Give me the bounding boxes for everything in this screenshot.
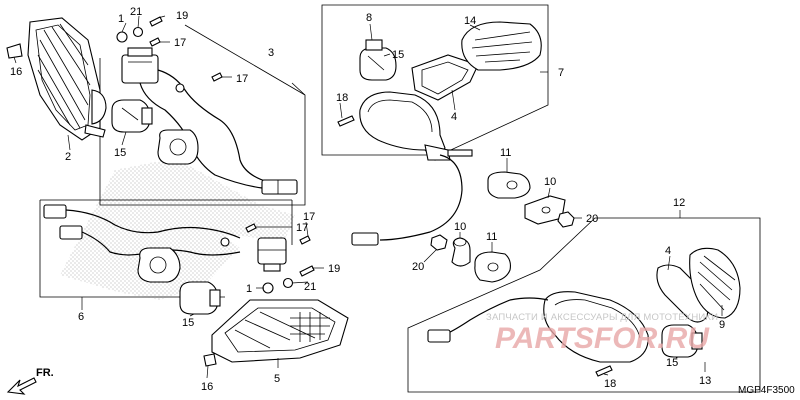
mount-rubber-lower xyxy=(474,251,511,283)
socket-wire-harness-3 xyxy=(121,47,298,195)
socket-wire-harness-6 xyxy=(43,204,287,283)
callout-1: 1 xyxy=(246,283,252,295)
frame-group-7 xyxy=(321,4,549,156)
callout-21: 21 xyxy=(304,281,316,293)
callout-19: 19 xyxy=(328,263,340,275)
leader-lines xyxy=(13,15,723,379)
lens-grid-pattern xyxy=(290,312,330,342)
front-winker-lens-left xyxy=(27,17,107,141)
callout-17: 17 xyxy=(236,73,248,85)
bulb-right-front xyxy=(359,39,397,81)
bulb-right-rear xyxy=(661,324,703,358)
callout-2: 2 xyxy=(65,151,71,163)
callout-17: 17 xyxy=(174,37,186,49)
callout-15: 15 xyxy=(666,357,678,369)
callout-19: 19 xyxy=(176,10,188,22)
bulb-left-front xyxy=(111,99,153,133)
callout-11: 11 xyxy=(500,147,511,159)
callout-21: 21 xyxy=(130,6,142,18)
nut-lower xyxy=(430,234,448,251)
grommet-left-front xyxy=(6,43,23,59)
screw-right-front xyxy=(337,115,355,127)
mount-rubber-upper xyxy=(487,171,531,199)
callout-16: 16 xyxy=(201,381,213,393)
collar-lower xyxy=(451,237,471,267)
callout-13: 13 xyxy=(699,375,711,387)
callout-10: 10 xyxy=(454,221,466,233)
callout-7: 7 xyxy=(558,67,564,79)
watermark-tagline: ЗАПЧАСТИ И АКСЕССУАРЫ ДЛЯ МОТОТЕХНИКИ xyxy=(486,312,718,323)
callout-9: 9 xyxy=(719,319,725,331)
callout-15: 15 xyxy=(392,49,404,61)
callout-4: 4 xyxy=(665,245,671,257)
frame-group-12 xyxy=(407,217,761,393)
callout-20: 20 xyxy=(586,213,598,225)
callout-5: 5 xyxy=(274,373,280,385)
diagram-code: MGP4F3500 xyxy=(738,385,795,396)
callout-14: 14 xyxy=(464,15,476,27)
bulb-left-rear xyxy=(179,281,221,315)
callout-4: 4 xyxy=(451,111,457,123)
callout-1: 1 xyxy=(118,13,124,25)
callout-20: 20 xyxy=(412,261,424,273)
lens-gasket-right-rear xyxy=(656,264,709,323)
callout-17: 17 xyxy=(303,211,315,223)
callout-11: 11 xyxy=(486,231,497,243)
callout-8: 8 xyxy=(366,12,372,24)
frame-group-3 xyxy=(99,58,306,206)
callout-17: 17 xyxy=(296,222,308,234)
winker-housing-right-front xyxy=(351,91,473,246)
callout-3: 3 xyxy=(268,47,274,59)
front-winker-lens-lower xyxy=(203,299,349,367)
frame-group-6 xyxy=(39,199,293,298)
direction-label: FR. xyxy=(36,367,54,379)
callout-18: 18 xyxy=(336,92,348,104)
lens-right-rear xyxy=(689,247,741,319)
winker-housing-right-rear xyxy=(427,291,649,363)
callouts: 1 21 19 17 17 16 2 15 3 8 14 15 7 18 4 1… xyxy=(10,6,725,393)
callout-12: 12 xyxy=(673,197,685,209)
screw-right-rear xyxy=(595,365,613,377)
watermark: ЗАПЧАСТИ И АКСЕССУАРЫ ДЛЯ МОТОТЕХНИКИ PA… xyxy=(486,312,718,355)
callout-15: 15 xyxy=(182,317,194,329)
callout-6: 6 xyxy=(78,311,84,323)
callout-15: 15 xyxy=(114,147,126,159)
watermark-logo: PARTSFOR.RU xyxy=(495,322,710,355)
hardware-mid-left xyxy=(245,223,315,294)
frame-group-3-top xyxy=(184,24,306,96)
callout-18: 18 xyxy=(604,378,616,390)
nut-upper xyxy=(557,211,575,228)
lens-gasket-right-front xyxy=(411,54,479,101)
front-direction-arrow: FR. xyxy=(6,367,54,395)
callout-10: 10 xyxy=(544,176,556,188)
lens-right-front xyxy=(461,21,542,71)
callout-16: 16 xyxy=(10,66,22,78)
